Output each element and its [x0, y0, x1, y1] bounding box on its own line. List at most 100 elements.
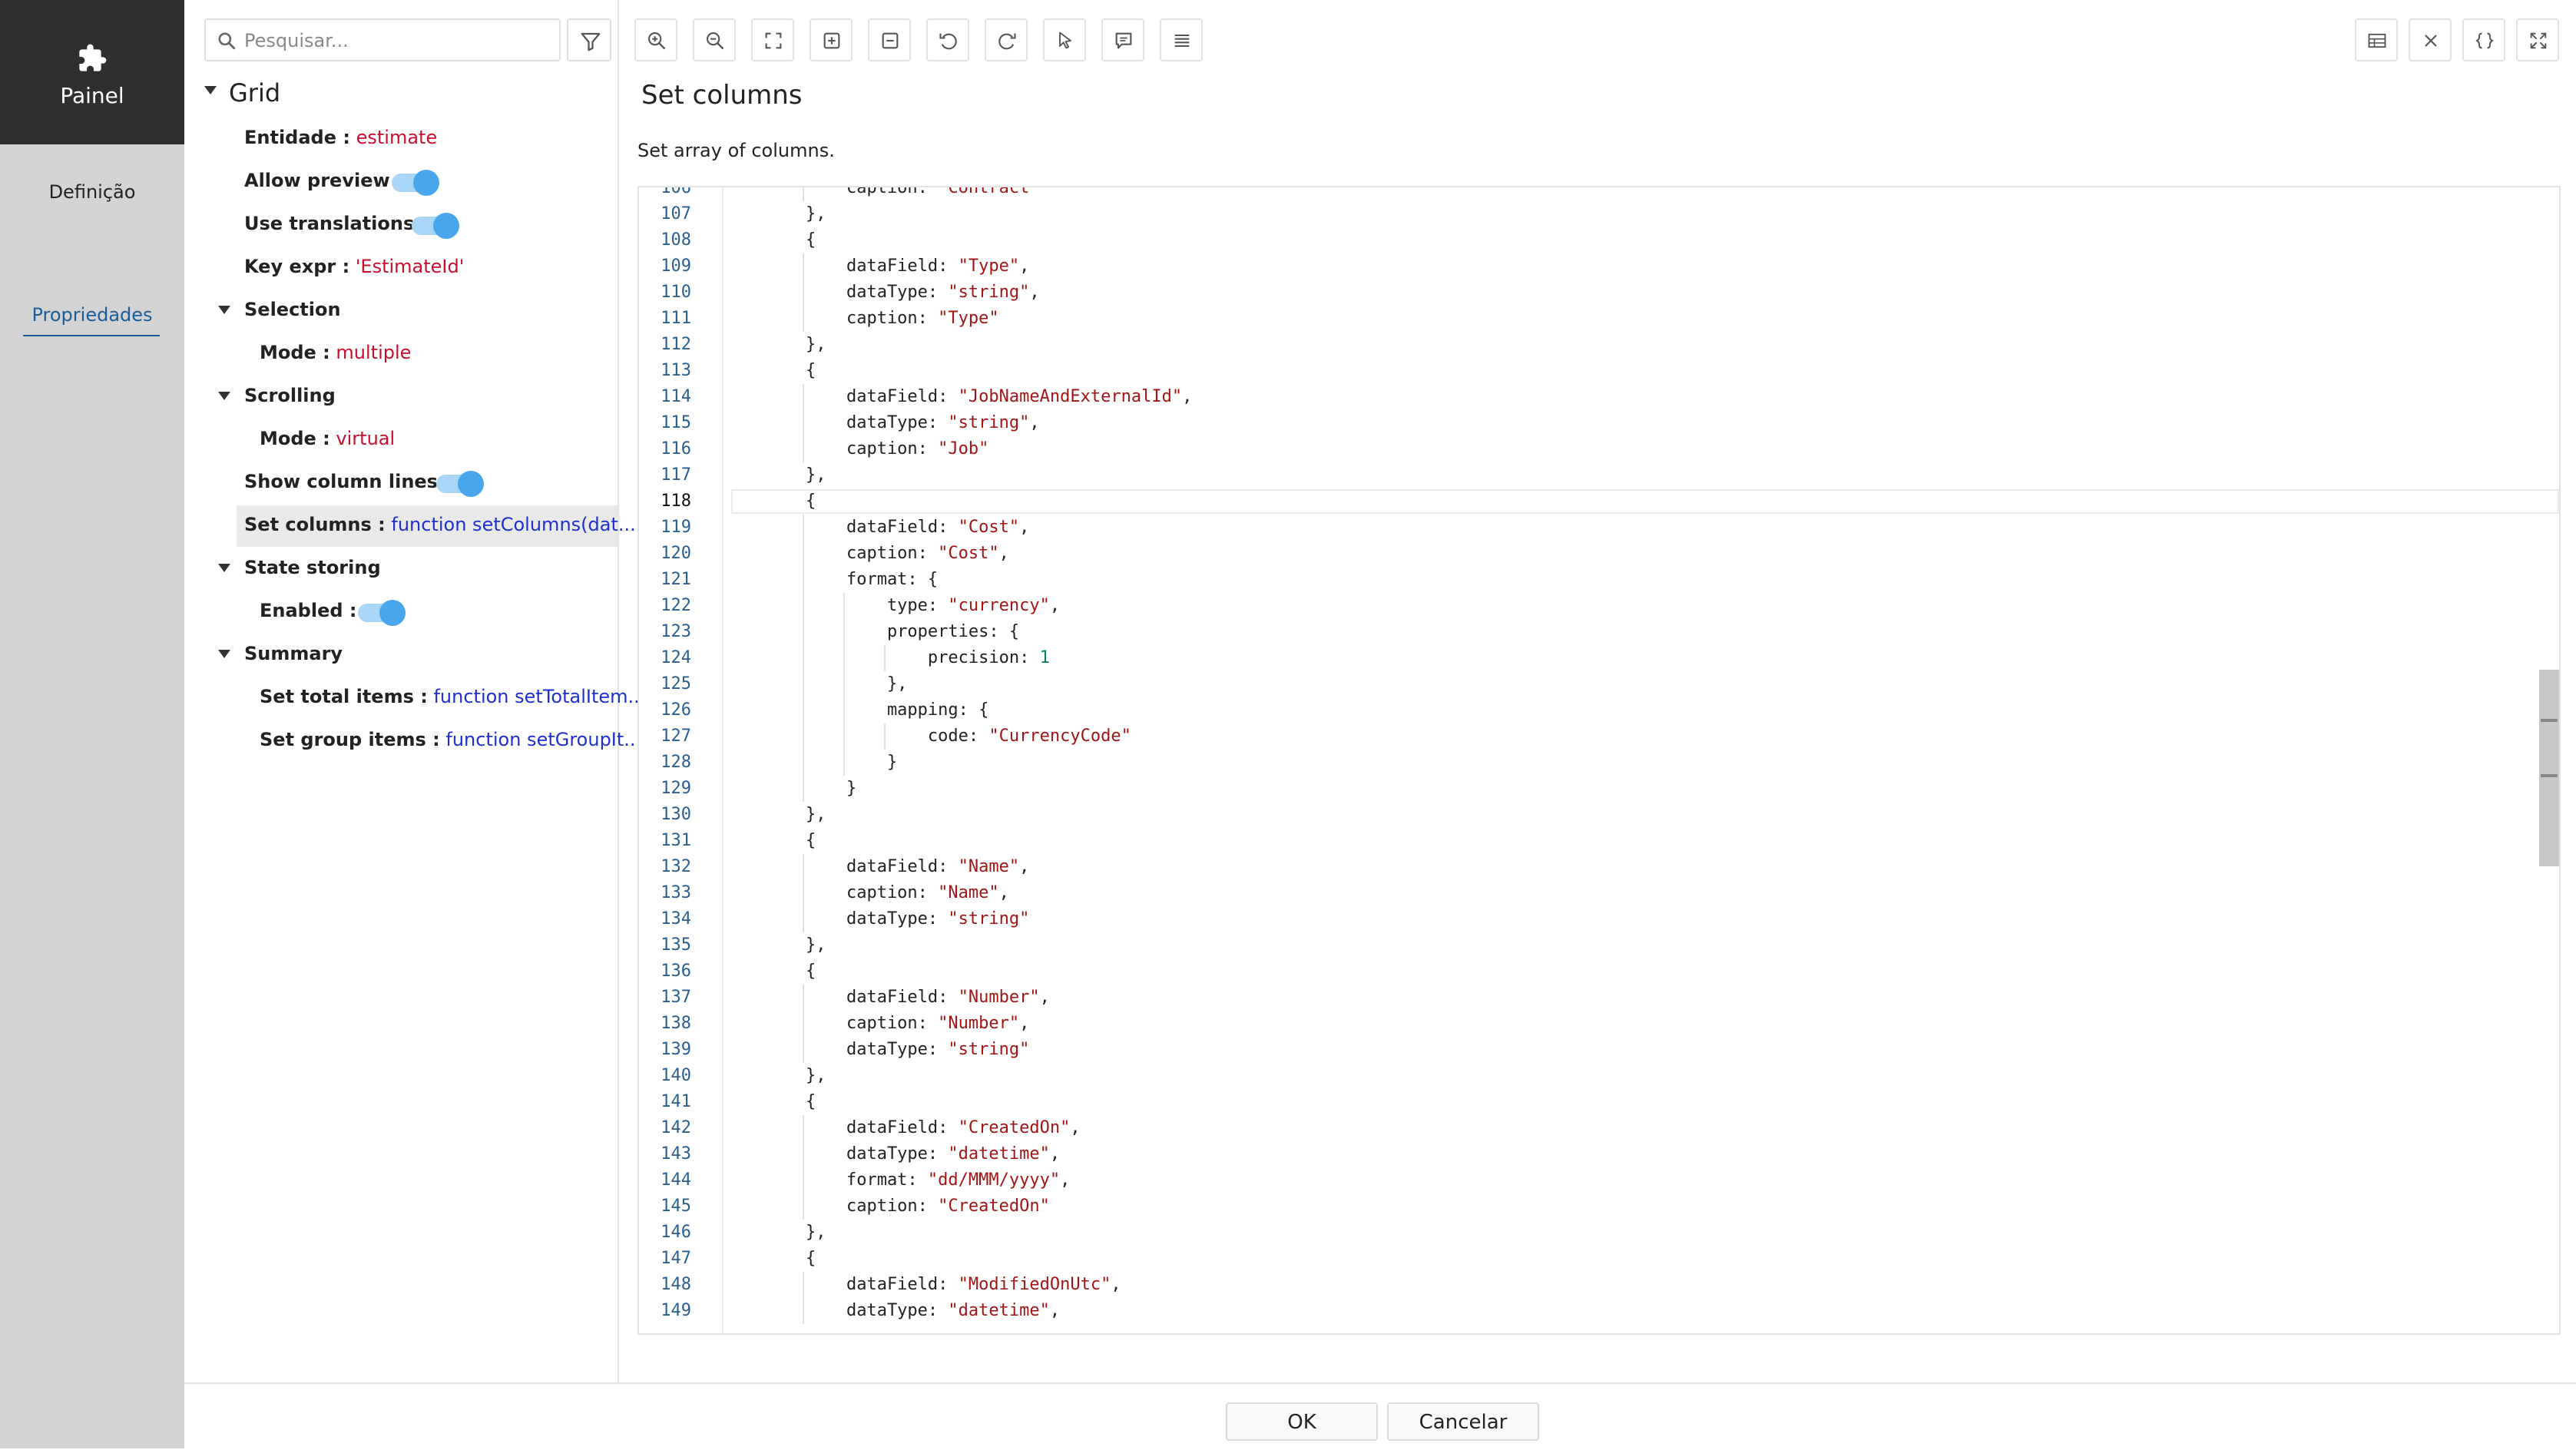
scrollbar-marker	[2541, 774, 2558, 777]
code-line[interactable]: 148 dataField: "ModifiedOnUtc",	[639, 1272, 2528, 1298]
allow-preview-toggle[interactable]	[392, 170, 439, 196]
line-number: 114	[661, 387, 691, 406]
undo-button[interactable]	[926, 18, 969, 61]
code-line[interactable]: 118 {	[639, 488, 2528, 515]
table-icon	[2368, 33, 2386, 48]
group-selection[interactable]: Selection	[244, 299, 341, 320]
code-line[interactable]: 112 },	[639, 332, 2528, 358]
prop-set-total-items[interactable]: Set total items : function setTotalItem.…	[260, 686, 645, 707]
use-translations-toggle[interactable]	[412, 213, 459, 239]
fullscreen-button[interactable]	[2516, 18, 2559, 61]
code-line[interactable]: 134 dataType: "string"	[639, 906, 2528, 932]
tree-root-grid[interactable]: Grid	[229, 78, 281, 108]
toggle-knob	[458, 471, 484, 497]
code-line[interactable]: 115 dataType: "string",	[639, 410, 2528, 436]
grid-collapse-caret[interactable]	[204, 86, 217, 94]
code-line[interactable]: 131 {	[639, 828, 2528, 854]
state-storing-collapse-caret[interactable]	[218, 564, 230, 572]
code-line[interactable]: 144 format: "dd/MMM/yyyy",	[639, 1167, 2528, 1193]
panel-header[interactable]: Painel	[0, 0, 184, 144]
code-line[interactable]: 114 dataField: "JobNameAndExternalId",	[639, 384, 2528, 410]
code-line[interactable]: 139 dataType: "string"	[639, 1037, 2528, 1063]
prop-set-columns[interactable]: Set columns : function setColumns(dat...	[244, 514, 636, 535]
code-line[interactable]: 125 },	[639, 671, 2528, 697]
prop-scrolling-mode[interactable]: Mode : virtual	[260, 428, 395, 449]
code-line[interactable]: 129 }	[639, 776, 2528, 802]
format-button[interactable]	[1160, 18, 1203, 61]
code-line[interactable]: 116 caption: "Job"	[639, 436, 2528, 462]
enabled-toggle[interactable]	[358, 600, 406, 626]
line-number: 127	[661, 727, 691, 746]
code-line[interactable]: 121 format: {	[639, 567, 2528, 593]
group-summary[interactable]: Summary	[244, 643, 343, 664]
clear-button[interactable]	[2409, 18, 2452, 61]
code-line[interactable]: 149 dataType: "datetime",	[639, 1298, 2528, 1324]
rail-item-propriedades[interactable]: Propriedades	[31, 304, 153, 326]
code-line[interactable]: 146 },	[639, 1220, 2528, 1246]
code-line[interactable]: 126 mapping: {	[639, 697, 2528, 723]
scrollbar-thumb[interactable]	[2539, 670, 2559, 866]
code-line[interactable]: 111 caption: "Type"	[639, 306, 2528, 332]
zoom-in-button[interactable]	[634, 18, 677, 61]
code-line[interactable]: 142 dataField: "CreatedOn",	[639, 1115, 2528, 1141]
ok-button[interactable]: OK	[1226, 1402, 1378, 1441]
editor-scrollbar[interactable]	[2538, 187, 2559, 1333]
expand-all-button[interactable]	[810, 18, 853, 61]
fit-screen-button[interactable]	[751, 18, 794, 61]
code-line[interactable]: 135 },	[639, 932, 2528, 958]
code-line[interactable]: 136 {	[639, 958, 2528, 985]
prop-entidade[interactable]: Entidade : estimate	[244, 127, 437, 148]
code-line[interactable]: 124 precision: 1	[639, 645, 2528, 671]
code-line[interactable]: 107 },	[639, 201, 2528, 227]
collapse-all-button[interactable]	[868, 18, 911, 61]
group-scrolling[interactable]: Scrolling	[244, 385, 336, 406]
code-line[interactable]: 133 caption: "Name",	[639, 880, 2528, 906]
select-button[interactable]	[1043, 18, 1086, 61]
code-text: {	[765, 230, 816, 250]
line-number: 143	[661, 1144, 691, 1164]
code-line[interactable]: 110 dataType: "string",	[639, 280, 2528, 306]
code-line[interactable]: 143 dataType: "datetime",	[639, 1141, 2528, 1167]
code-line[interactable]: 117 },	[639, 462, 2528, 488]
code-text: },	[765, 805, 826, 824]
summary-collapse-caret[interactable]	[218, 650, 230, 658]
cancel-button[interactable]: Cancelar	[1387, 1402, 1539, 1441]
zoom-out-button[interactable]	[693, 18, 736, 61]
line-number: 147	[661, 1249, 691, 1268]
prop-key-expr[interactable]: Key expr : 'EstimateId'	[244, 256, 464, 277]
code-line[interactable]: 145 caption: "CreatedOn"	[639, 1193, 2528, 1220]
selection-collapse-caret[interactable]	[218, 306, 230, 314]
code-line[interactable]: 138 caption: "Number",	[639, 1011, 2528, 1037]
code-line[interactable]: 108 {	[639, 227, 2528, 253]
table-view-button[interactable]	[2355, 18, 2398, 61]
code-line[interactable]: 123 properties: {	[639, 619, 2528, 645]
undo-icon	[939, 33, 957, 50]
code-line[interactable]: 137 dataField: "Number",	[639, 985, 2528, 1011]
code-line[interactable]: 127 code: "CurrencyCode"	[639, 723, 2528, 750]
rail-item-definicao[interactable]: Definição	[48, 181, 136, 203]
code-line[interactable]: 106 caption: "Contract"	[639, 187, 2528, 201]
code-line[interactable]: 132 dataField: "Name",	[639, 854, 2528, 880]
filter-button[interactable]	[567, 18, 611, 61]
code-line[interactable]: 130 },	[639, 802, 2528, 828]
search-input[interactable]	[243, 26, 553, 55]
redo-button[interactable]	[985, 18, 1028, 61]
code-view-button[interactable]	[2462, 18, 2505, 61]
comment-button[interactable]	[1101, 18, 1144, 61]
code-line[interactable]: 113 {	[639, 358, 2528, 384]
code-line[interactable]: 120 caption: "Cost",	[639, 541, 2528, 567]
code-line[interactable]: 140 },	[639, 1063, 2528, 1089]
code-line[interactable]: 147 {	[639, 1246, 2528, 1272]
scrolling-collapse-caret[interactable]	[218, 392, 230, 400]
prop-selection-mode[interactable]: Mode : multiple	[260, 342, 411, 363]
prop-set-group-items[interactable]: Set group items : function setGroupIt...	[260, 729, 641, 750]
group-state-storing[interactable]: State storing	[244, 557, 381, 578]
code-line[interactable]: 122 type: "currency",	[639, 593, 2528, 619]
code-editor[interactable]: 106 caption: "Contract"107 },108 {109 da…	[637, 186, 2561, 1335]
code-line[interactable]: 109 dataField: "Type",	[639, 253, 2528, 280]
code-line[interactable]: 119 dataField: "Cost",	[639, 515, 2528, 541]
search-box[interactable]	[204, 18, 561, 61]
show-column-lines-toggle[interactable]	[436, 471, 484, 497]
code-line[interactable]: 141 {	[639, 1089, 2528, 1115]
code-line[interactable]: 128 }	[639, 750, 2528, 776]
